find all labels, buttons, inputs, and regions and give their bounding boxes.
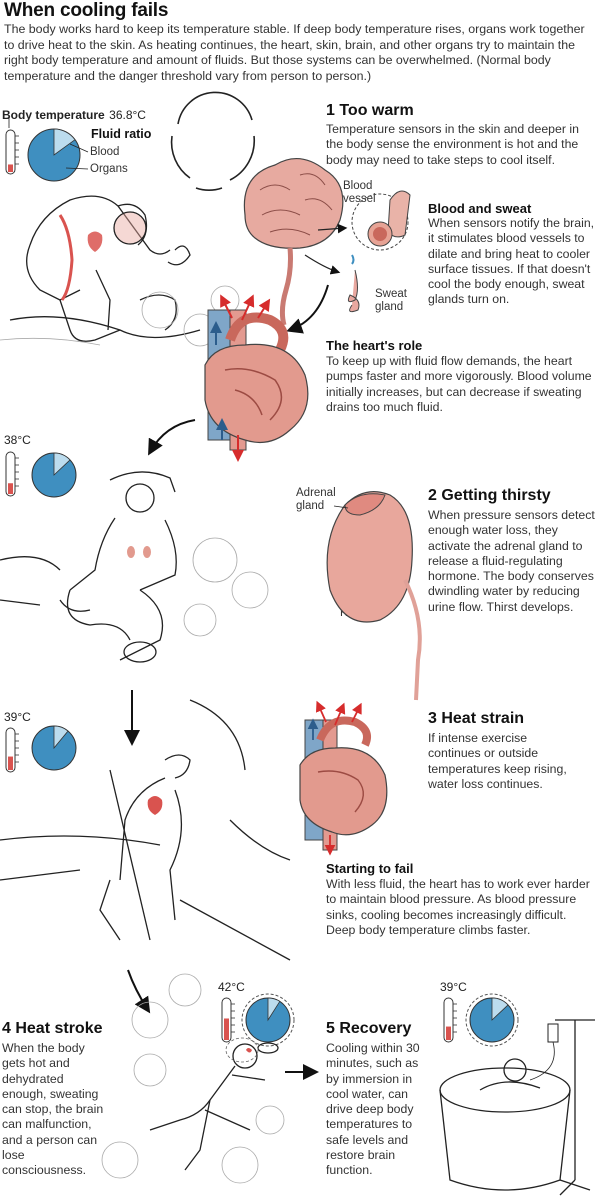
blood-sweat-text: When sensors notify the brain, it stimul… [428,216,595,307]
adrenal-gland-label: Adrenal gland [296,487,336,512]
cabbage-field-4 [101,973,285,1184]
thermometer-fill [8,164,13,172]
heart-illustration-2 [299,700,388,856]
fluid-ratio-label: Fluid ratio [91,127,152,141]
heat-stroke-text: When the body gets hot and dehydrated en… [2,1041,104,1178]
thermometer-fill [8,756,13,770]
thermometer-fill [446,1026,451,1040]
starting-fail-heading: Starting to fail [326,861,414,876]
ice-bath-tub-illustration [439,1019,595,1196]
blood-label: Blood [90,146,120,158]
collapsed-worker-figure [149,1042,279,1171]
kidney-icons-small [127,546,151,558]
blood-vessel-illustration [351,190,411,251]
digging-worker-figure [0,699,291,961]
gauge-temp-4: 42°C [218,980,245,994]
blood-sweat-heading: Blood and sweat [428,201,532,216]
body-temp-value: 36.8°C [109,108,146,122]
cabbage-field-2 [183,537,269,637]
recovery-text: Cooling within 30 minutes, such as by im… [326,1041,420,1178]
cabbage-field [0,285,240,347]
sun-icon [170,91,256,191]
heart-icon-3 [147,796,163,815]
thermometer-fill [8,483,13,494]
hearts-role-text: To keep up with fluid flow demands, the … [326,354,592,414]
blood-fraction-wedge [53,128,76,156]
blood-fraction-wedge [53,452,71,476]
kneeling-worker-figure [9,195,201,342]
blood-flow-line [58,214,74,301]
blood-fraction-wedge [267,997,281,1022]
gauge-temp-3: 39°C [4,710,31,724]
kidney-illustration [326,491,422,701]
too-warm-text: Temperature sensors in the skin and deep… [326,122,579,167]
thermometer-icon [5,129,16,175]
starting-fail-text: With less fluid, the heart has to work e… [326,877,590,937]
hearts-role-heading: The heart's role [326,338,423,353]
legend: Body temperature 36.8°C [2,106,146,124]
heat-strain-text: If intense exercise continues or outside… [428,731,567,791]
brain-illustration [243,158,344,326]
legend-leaders [8,118,89,170]
blood-fraction-wedge [53,725,69,750]
recovery-heading: 5 Recovery [326,1020,412,1037]
sweat-gland-illustration [347,254,360,313]
thermometer-fill [224,1018,229,1040]
heat-strain-heading: 3 Heat strain [428,710,525,727]
blood-fraction-wedge [491,997,509,1021]
thirsty-text: When pressure sensors detect enough wate… [428,508,595,614]
organs-label: Organs [90,163,128,175]
heat-stroke-heading: 4 Heat stroke [2,1020,103,1037]
too-warm-heading: 1 Too warm [326,102,414,119]
sitting-worker-figure [0,471,177,663]
sweat-gland-label: Sweat gland [375,288,407,313]
thirsty-heading: 2 Getting thirsty [428,487,551,504]
gauge-temp-5: 39°C [440,980,467,994]
body-temp-label: Body temperature [2,108,105,122]
intro-text: The body works hard to keep its temperat… [4,22,585,83]
page-title: When cooling fails [4,0,169,21]
heart-illustration-1 [204,294,309,462]
heart-icon [87,231,103,252]
blood-vessel-label: Blood vessel [343,180,376,205]
gauge-temp-2: 38°C [4,433,31,447]
